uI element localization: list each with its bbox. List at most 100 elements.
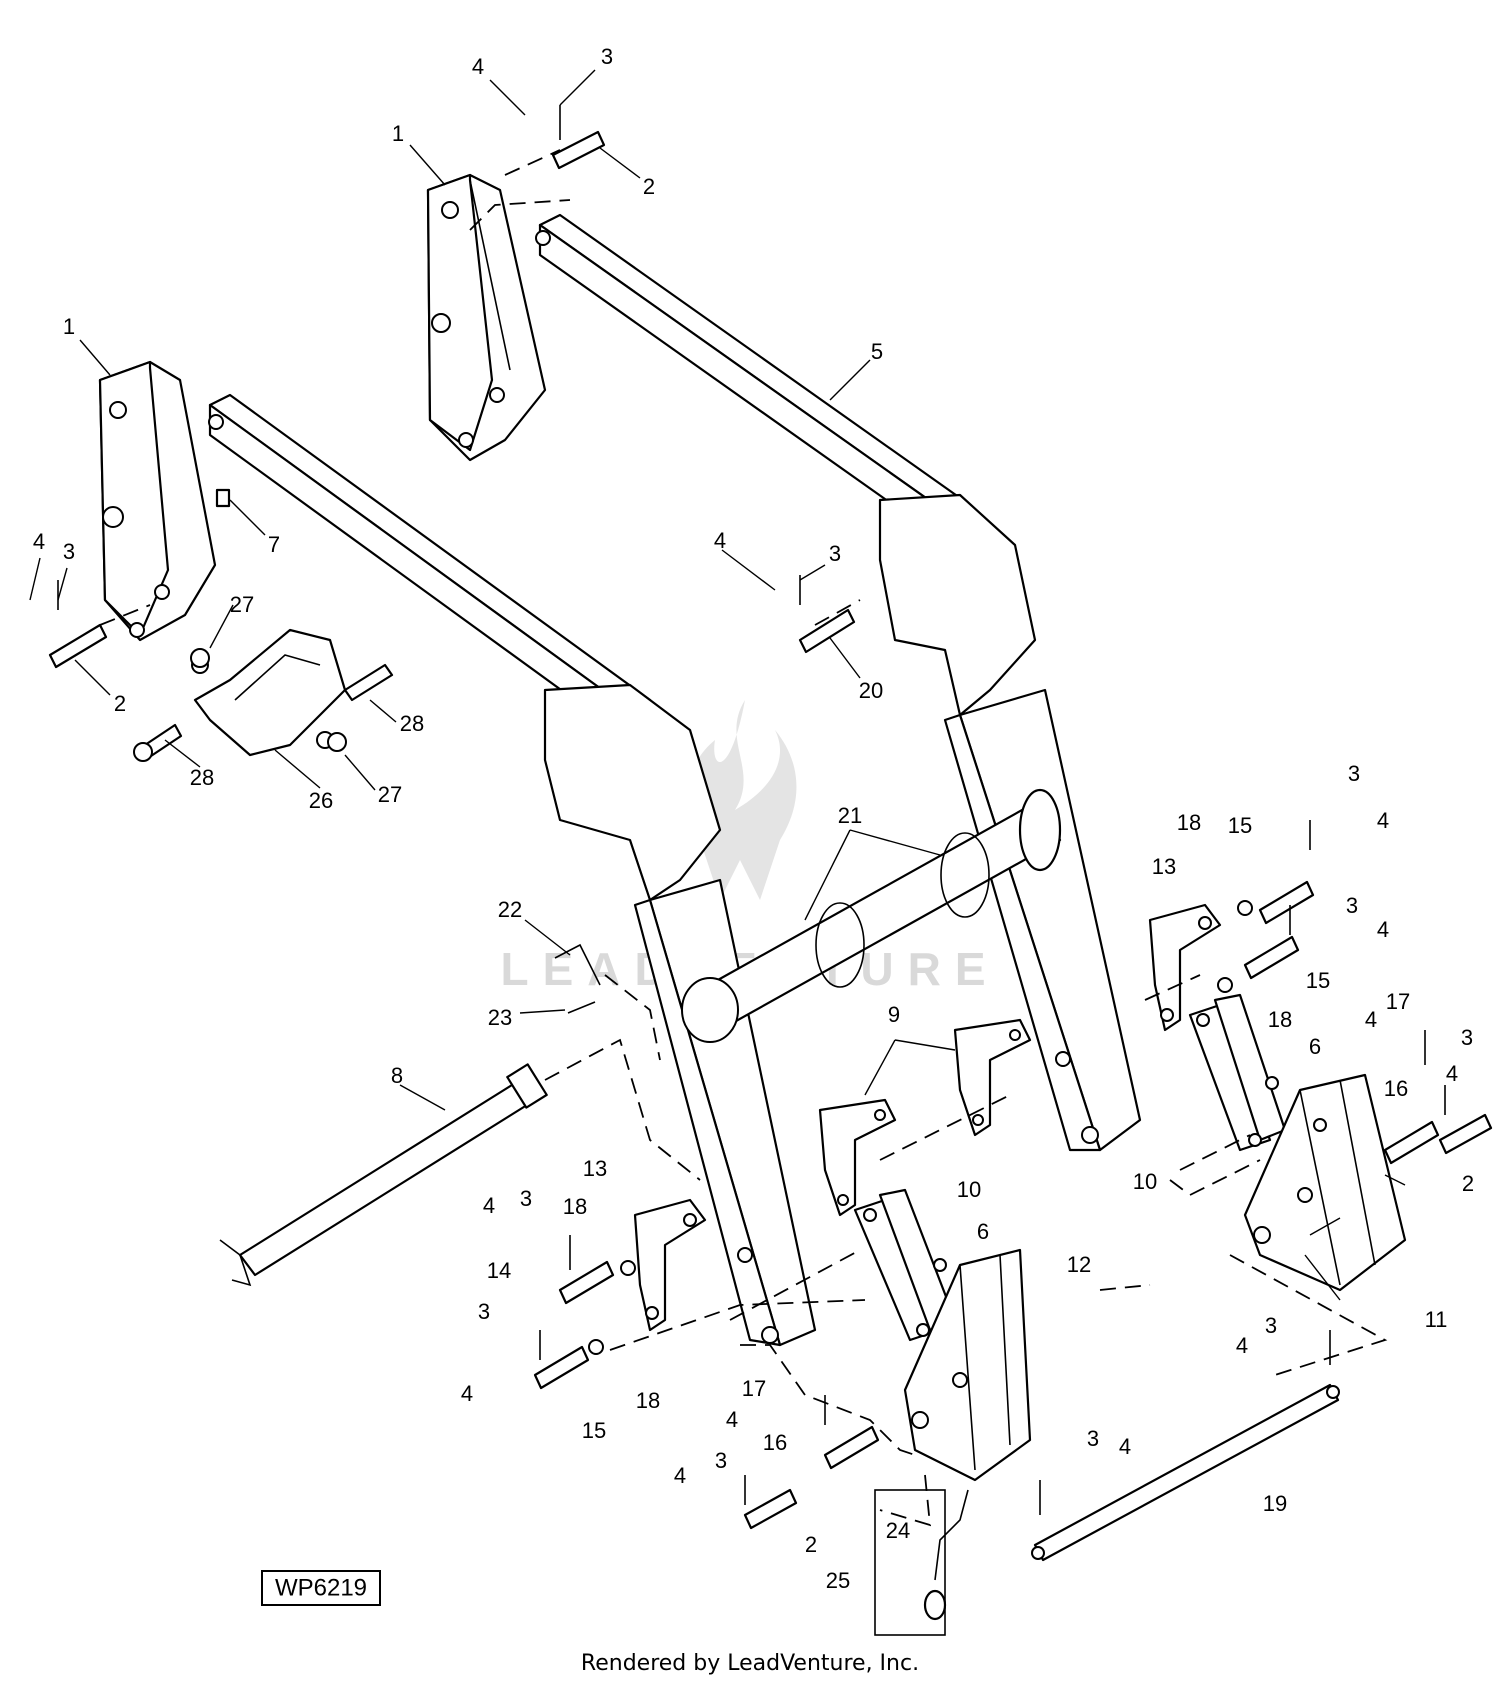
callout-2-left: 2 (114, 691, 126, 716)
callout-4-bottom-b: 4 (674, 1463, 686, 1488)
handle-22 (554, 943, 601, 986)
callout-13-right: 13 (1152, 854, 1176, 879)
cross-tube (681, 788, 1062, 1043)
nut-27-lower (327, 732, 347, 752)
small-hardware (133, 488, 1279, 1621)
callout-16-right: 16 (1384, 1076, 1408, 1101)
pin-15-lower (1243, 935, 1300, 980)
callout-4-right-c: 4 (1365, 1007, 1377, 1032)
leader-lines (29, 69, 1406, 1301)
footer-credit: Rendered by LeadVenture, Inc. (581, 1651, 919, 1676)
callout-27-lower: 27 (378, 782, 402, 807)
callout-4-right-b: 4 (1377, 917, 1389, 942)
callout-15-left: 15 (582, 1418, 606, 1443)
callout-17-right: 17 (1386, 989, 1410, 1014)
callout-15-right-a: 15 (1228, 813, 1252, 838)
pin-20 (798, 608, 856, 654)
pin-15-left (533, 1345, 590, 1390)
pin-16-bottom (823, 1425, 880, 1470)
callout-28-left: 28 (190, 765, 214, 790)
washer-18-left-lower (588, 1339, 604, 1355)
plate-13-left (633, 1198, 707, 1332)
callout-16-bottom: 16 (763, 1430, 787, 1455)
washer-18-left-upper (620, 1260, 636, 1276)
callout-6-left: 6 (977, 1219, 989, 1244)
callout-3-bottom-a: 3 (715, 1448, 727, 1473)
plate-13-right (1148, 903, 1222, 1032)
callout-3-left: 3 (63, 539, 75, 564)
callout-4-mid: 4 (714, 528, 726, 553)
callout-4-right-a: 4 (1377, 808, 1389, 833)
pin-2-bottom (743, 1488, 798, 1530)
callout-4-bottom-c: 4 (1119, 1434, 1131, 1459)
callout-4-bottom-d: 4 (1236, 1333, 1248, 1358)
bracket-26 (191, 628, 347, 757)
callout-9: 9 (888, 1002, 900, 1027)
callout-4-bottom-a: 4 (726, 1407, 738, 1432)
link-10-right (1188, 993, 1287, 1152)
pin-2-left (48, 623, 108, 669)
watermark-flame-logo (687, 700, 797, 900)
detail-box-24-25 (874, 1489, 946, 1636)
figure-id: WP6219 (275, 1574, 367, 1601)
callout-3-left-b: 3 (520, 1186, 532, 1211)
mounting-bracket-upper (426, 173, 547, 462)
plate-9-upper (953, 1018, 1032, 1137)
bolt-28-right (343, 663, 394, 702)
callout-2-upper: 2 (643, 174, 655, 199)
lanyard-24 (934, 1489, 969, 1581)
callout-7: 7 (268, 532, 280, 557)
callout-3-bottom-c: 3 (1265, 1313, 1277, 1338)
callout-18-right-a: 18 (1177, 810, 1201, 835)
boom-arm-upper (535, 213, 1142, 1152)
callout-10-right: 10 (1133, 1169, 1157, 1194)
callout-27-upper: 27 (230, 592, 254, 617)
callout-13-left: 13 (583, 1156, 607, 1181)
callout-4-left-b: 4 (483, 1193, 495, 1218)
callout-17-bottom: 17 (742, 1376, 766, 1401)
callout-1-upper: 1 (392, 121, 404, 146)
fitting-7 (215, 488, 231, 508)
washer-18-right-upper (1237, 900, 1253, 916)
callout-10-left: 10 (957, 1177, 981, 1202)
callout-18-left-a: 18 (563, 1194, 587, 1219)
boom-arm-lower (208, 393, 817, 1347)
callout-15-right-b: 15 (1306, 968, 1330, 993)
callout-19: 19 (1263, 1491, 1287, 1516)
nut-6-right (1265, 1076, 1279, 1090)
callout-3-right-a: 3 (1348, 761, 1360, 786)
callout-3-mid: 3 (829, 541, 841, 566)
callout-3-left-c: 3 (478, 1299, 490, 1324)
bracket-11 (1243, 1073, 1407, 1292)
link-10-left (853, 1188, 957, 1342)
pin-14 (558, 1260, 615, 1305)
callout-18-right-b: 18 (1268, 1007, 1292, 1032)
callout-18-left-b: 18 (636, 1388, 660, 1413)
handle-8 (219, 1063, 548, 1287)
pin-15-upper (1258, 880, 1315, 925)
callout-1-lower: 1 (63, 314, 75, 339)
figure-reference: WP6219 (261, 1570, 381, 1606)
callouts: 1 1 2 2 2 2 3 3 3 3 3 3 3 3 3 3 3 4 4 4 … (33, 44, 1474, 1593)
callout-14: 14 (487, 1258, 511, 1283)
washer-18-right-lower (1217, 977, 1233, 993)
pin-2-top (551, 130, 606, 170)
nut-6-left (933, 1258, 947, 1272)
alignment-lines (99, 149, 1388, 1527)
callout-8: 8 (391, 1063, 403, 1088)
callout-23: 23 (488, 1005, 512, 1030)
callout-26: 26 (309, 788, 333, 813)
callout-21: 21 (838, 803, 862, 828)
bracket-12 (903, 1248, 1032, 1482)
callout-20: 20 (859, 678, 883, 703)
callout-22: 22 (498, 897, 522, 922)
callout-4-left: 4 (33, 529, 45, 554)
pins (48, 105, 1493, 1530)
mounting-bracket-lower (98, 360, 217, 642)
callout-11: 11 (1425, 1307, 1448, 1332)
callout-28-right: 28 (400, 711, 424, 736)
pin-25 (923, 1589, 947, 1621)
callout-5: 5 (871, 339, 883, 364)
callout-4-top: 4 (472, 54, 484, 79)
